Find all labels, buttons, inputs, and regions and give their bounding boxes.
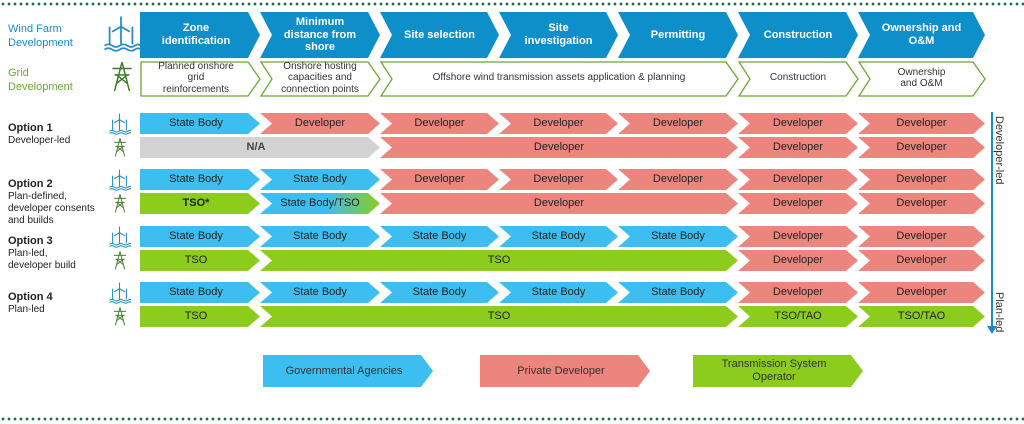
option-1-subtitle: Developer-led — [8, 135, 71, 146]
phase-6: Construction — [738, 12, 858, 58]
phase-4: Site investigation — [499, 12, 618, 58]
option-2-grid-3: Developer — [380, 193, 738, 214]
option-4-title: Option 4 — [8, 291, 53, 303]
option-1-wind-5: Developer — [618, 113, 738, 134]
option-4-subtitle: Plan-led — [8, 304, 45, 315]
option-1-wind-7: Developer — [858, 113, 985, 134]
grid-phase-2: Onshore hosting capacities and connectio… — [281, 60, 359, 95]
option-2-wind-2: State Body — [260, 169, 380, 190]
option-1-wind-4: Developer — [499, 113, 618, 134]
option-2-wind-5: Developer — [618, 169, 738, 190]
option-2-title: Option 2 — [8, 178, 53, 190]
option-1-grid-2: Developer — [380, 137, 738, 158]
wind-farm-label: Wind Farm Development — [8, 23, 73, 49]
option-4-grid-3: TSO/TAO — [738, 306, 858, 327]
option-2-wind-1: State Body — [140, 169, 260, 190]
legend-3: Transmission System Operator — [693, 355, 863, 387]
option-3-title: Option 3 — [8, 235, 53, 247]
option-3-grid-1: TSO — [140, 250, 260, 271]
option-3-grid-4: Developer — [858, 250, 985, 271]
option-2-wind-7: Developer — [858, 169, 985, 190]
option-2-pylon-icon — [114, 194, 126, 213]
grid-phase-3-outline — [380, 61, 739, 97]
option-4-grid-2: TSO — [260, 306, 738, 327]
option-3-wind-1: State Body — [140, 226, 260, 247]
option-4-wind-7: Developer — [858, 282, 985, 303]
side-arrow-head — [987, 326, 997, 334]
grid-phase-2-outline — [260, 61, 381, 97]
phase-7: Ownership and O&M — [858, 12, 985, 58]
option-1-wind-1: State Body — [140, 113, 260, 134]
grid-phase-5: Ownership and O&M — [897, 66, 946, 90]
grid-phase-4: Construction — [769, 72, 827, 84]
option-4-wind-4: State Body — [499, 282, 618, 303]
option-1-wind-3: Developer — [380, 113, 499, 134]
option-3-wind-6: Developer — [738, 226, 858, 247]
option-2-grid-5: Developer — [858, 193, 985, 214]
option-3-wind-3: State Body — [380, 226, 499, 247]
option-4-wind-3: State Body — [380, 282, 499, 303]
option-3-wind-4: State Body — [499, 226, 618, 247]
grid-phase-3: Offshore wind transmission assets applic… — [432, 72, 686, 84]
option-2-grid-4: Developer — [738, 193, 858, 214]
top-dotted-border — [0, 2, 1024, 6]
option-1-title: Option 1 — [8, 122, 53, 134]
side-label-plan-led: Plan-led — [993, 292, 1005, 333]
grid-phase-1: Planned onshore grid reinforcements — [158, 60, 234, 95]
option-3-wind-turbine-icon — [109, 226, 131, 248]
option-3-pylon-icon — [114, 251, 126, 270]
option-4-wind-6: Developer — [738, 282, 858, 303]
option-4-grid-4: TSO/TAO — [858, 306, 985, 327]
phase-3: Site selection — [380, 12, 499, 58]
option-2-grid-1: TSO* — [140, 193, 260, 214]
option-2-wind-6: Developer — [738, 169, 858, 190]
phase-2: Minimum distance from shore — [260, 12, 380, 58]
option-4-wind-2: State Body — [260, 282, 380, 303]
option-4-pylon-icon — [114, 307, 126, 326]
option-3-wind-2: State Body — [260, 226, 380, 247]
grid-phase-5-outline — [858, 61, 986, 97]
legend-2: Private Developer — [480, 355, 650, 387]
option-4-wind-turbine-icon — [109, 282, 131, 304]
option-2-wind-3: Developer — [380, 169, 499, 190]
option-3-wind-7: Developer — [858, 226, 985, 247]
option-3-wind-5: State Body — [618, 226, 738, 247]
option-2-wind-turbine-icon — [109, 169, 131, 191]
grid-label: Grid Development — [8, 67, 73, 93]
wind-turbine-icon — [104, 16, 140, 52]
option-1-grid-3: Developer — [738, 137, 858, 158]
option-4-wind-1: State Body — [140, 282, 260, 303]
option-1-wind-6: Developer — [738, 113, 858, 134]
grid-phase-4-outline — [738, 61, 859, 97]
option-1-grid-4: Developer — [858, 137, 985, 158]
option-2-wind-4: Developer — [499, 169, 618, 190]
option-2-subtitle: Plan-defined, developer consents and bui… — [8, 191, 95, 226]
bottom-dotted-border — [0, 417, 1024, 421]
side-label-developer-led: Developer-led — [993, 116, 1005, 185]
option-3-grid-2: TSO — [260, 250, 738, 271]
option-3-grid-3: Developer — [738, 250, 858, 271]
legend-1: Governmental Agencies — [263, 355, 433, 387]
option-3-subtitle: Plan-led, developer build — [8, 248, 76, 271]
option-2-grid-2: State Body/TSO — [260, 193, 380, 214]
option-1-pylon-icon — [114, 138, 126, 157]
option-4-grid-1: TSO — [140, 306, 260, 327]
side-arrow-line — [991, 112, 993, 330]
phase-5: Permitting — [618, 12, 738, 58]
option-1-wind-turbine-icon — [109, 113, 131, 135]
option-4-wind-5: State Body — [618, 282, 738, 303]
option-1-grid-1: N/A — [140, 137, 380, 158]
option-1-wind-2: Developer — [260, 113, 380, 134]
pylon-icon — [112, 61, 132, 92]
grid-phase-1-outline — [140, 61, 261, 97]
phase-1: Zone identification — [140, 12, 260, 58]
